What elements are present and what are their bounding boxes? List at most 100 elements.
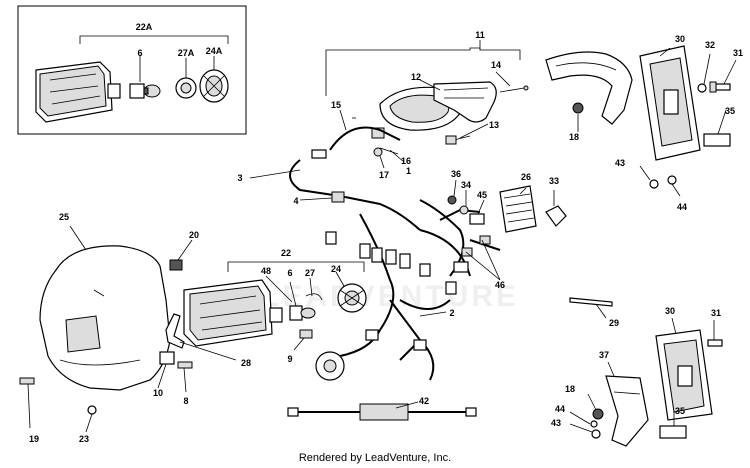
inset-bulb <box>129 83 161 99</box>
label-3: 3 <box>237 173 242 183</box>
label-22: 22 <box>281 248 291 258</box>
regulator-26 <box>499 185 537 233</box>
bracket-35b <box>659 425 687 439</box>
label-11: 11 <box>475 30 485 40</box>
connectors <box>311 149 469 351</box>
bracket-11 <box>325 47 521 96</box>
label-28: 28 <box>241 358 251 368</box>
relay-33 <box>545 205 567 227</box>
headlight-cowl <box>39 245 171 391</box>
relay-46b <box>461 247 473 257</box>
label-44a: 44 <box>677 202 687 212</box>
part-labels: 22A 6 27A 24A 11 14 12 15 13 16 17 1 3 3… <box>29 22 743 444</box>
clip-27 <box>305 293 323 301</box>
screw-14 <box>499 87 525 93</box>
label-17: 17 <box>379 170 389 180</box>
bolt-8 <box>177 361 193 369</box>
label-24: 24 <box>331 264 341 274</box>
label-48: 48 <box>261 266 271 276</box>
label-9: 9 <box>287 354 292 364</box>
strap-29 <box>569 297 613 307</box>
label-30b: 30 <box>665 306 675 316</box>
rear-fender <box>545 51 633 125</box>
bracket-28 <box>165 313 185 349</box>
label-14: 14 <box>491 60 501 70</box>
spacer-10 <box>159 351 175 365</box>
label-13: 13 <box>489 120 499 130</box>
bulb-9 <box>299 329 313 339</box>
inset-box <box>17 5 247 135</box>
clamp-4 <box>331 191 345 203</box>
watermark: LEADVENTURE <box>260 280 519 313</box>
label-25: 25 <box>59 212 69 222</box>
footer-credit: Rendered by LeadVenture, Inc. <box>298 452 452 464</box>
bracket-22 <box>227 261 365 272</box>
washer-32 <box>697 83 707 93</box>
washer-34 <box>459 205 469 215</box>
label-18b: 18 <box>565 384 575 394</box>
bracket-45 <box>469 213 485 225</box>
label-18a: 18 <box>569 132 579 142</box>
label-30a: 30 <box>675 34 685 44</box>
bracket-22a <box>79 35 229 44</box>
bracket-35a <box>703 133 731 147</box>
inset-socket <box>175 77 197 99</box>
washer-44a <box>667 175 677 185</box>
label-29: 29 <box>609 318 619 328</box>
label-34: 34 <box>461 180 471 190</box>
label-24a: 24A <box>206 46 223 56</box>
label-31b: 31 <box>711 308 721 318</box>
socket-24 <box>337 283 367 313</box>
label-45: 45 <box>477 190 487 200</box>
license-bracket-lower <box>655 329 713 421</box>
inset-cover <box>199 69 229 103</box>
inset-headlight <box>35 61 121 123</box>
label-33: 33 <box>549 176 559 186</box>
leader-lines <box>27 47 737 433</box>
label-44b: 44 <box>555 404 565 414</box>
horn <box>315 351 345 381</box>
label-4: 4 <box>293 196 298 206</box>
nut-43b <box>591 429 601 439</box>
label-35a: 35 <box>725 106 735 116</box>
nut-18a <box>572 102 584 114</box>
label-37: 37 <box>599 350 609 360</box>
label-6a: 6 <box>137 48 142 58</box>
label-36: 36 <box>451 169 461 179</box>
label-23: 23 <box>79 434 89 444</box>
bolt-36 <box>447 195 457 205</box>
tail-light-housing <box>433 81 497 123</box>
label-27: 27 <box>305 268 315 278</box>
label-43b: 43 <box>551 418 561 428</box>
label-46: 46 <box>495 280 505 290</box>
bulb-13 <box>453 135 471 141</box>
label-15: 15 <box>331 100 341 110</box>
label-12: 12 <box>411 72 421 82</box>
mount-37 <box>605 375 649 447</box>
nut-23 <box>87 405 97 415</box>
bolt-19 <box>19 377 35 385</box>
nut-43a <box>649 179 659 189</box>
bulb-6 <box>289 305 316 321</box>
headlight <box>183 279 283 347</box>
relay-46a <box>479 235 491 245</box>
label-20: 20 <box>189 230 199 240</box>
label-35b: 35 <box>675 406 685 416</box>
label-26: 26 <box>521 172 531 182</box>
bolt-31a <box>709 81 731 93</box>
label-22a: 22A <box>136 22 153 32</box>
label-32: 32 <box>705 40 715 50</box>
wire-harness <box>289 126 501 381</box>
washer-44b <box>590 420 598 428</box>
label-43a: 43 <box>615 158 625 168</box>
extension-harness <box>287 403 477 421</box>
nut-20 <box>169 259 183 271</box>
label-8: 8 <box>183 396 188 406</box>
nut-18b <box>592 408 604 420</box>
label-42: 42 <box>419 396 429 406</box>
label-6b: 6 <box>287 268 292 278</box>
clip-17 <box>373 147 383 157</box>
label-16: 16 <box>401 156 411 166</box>
label-2: 2 <box>449 308 454 318</box>
